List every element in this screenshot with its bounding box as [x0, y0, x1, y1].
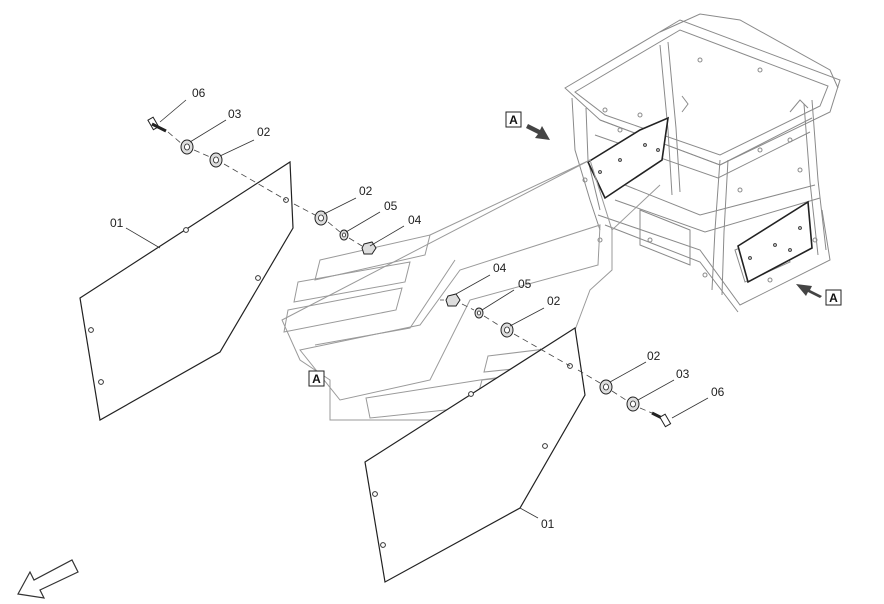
callout-mid-04: 04 — [408, 213, 422, 227]
callout-right-02-top: 02 — [547, 294, 561, 308]
callout-right-01: 01 — [541, 517, 555, 531]
installed-panel-right — [737, 200, 813, 284]
side-panel-left-holes — [88, 197, 289, 385]
washer-03-left — [180, 139, 194, 155]
washer-03-right — [626, 396, 640, 412]
bolt-06-left — [147, 116, 167, 133]
callout-left-03: 03 — [228, 107, 242, 121]
callout-right-03: 03 — [676, 367, 690, 381]
cab-frame — [564, 13, 841, 313]
installed-panel-holes — [598, 143, 802, 260]
svg-text:A: A — [509, 113, 518, 127]
washer-05-right — [474, 307, 484, 319]
callout-mid-05: 05 — [384, 199, 398, 213]
installed-panel-left — [586, 116, 669, 200]
view-direction-arrow-icon — [796, 284, 822, 298]
fastener-axis-right — [440, 299, 653, 414]
view-marker-cab-right: A — [825, 289, 842, 306]
washer-02-left-mid — [314, 210, 328, 226]
callout-right-05: 05 — [518, 277, 532, 291]
washer-05-left — [339, 229, 349, 241]
arrow-down-left-icon — [17, 559, 79, 599]
callout-mid-02: 02 — [359, 184, 373, 198]
callout-right-04: 04 — [493, 261, 507, 275]
view-direction-arrow-icon — [526, 124, 550, 140]
side-panel-right — [364, 326, 586, 583]
washer-02-left-top — [209, 152, 223, 168]
view-marker-ghost: A — [308, 370, 325, 387]
side-panel-right-holes — [372, 363, 573, 548]
washer-02-right-bottom — [599, 379, 613, 395]
bolt-06-right — [651, 411, 672, 428]
leader-lines — [125, 99, 709, 519]
fastener-axis-left — [167, 131, 363, 247]
callout-left-01: 01 — [110, 216, 124, 230]
callout-right-06: 06 — [711, 385, 725, 399]
nut-04-left — [361, 241, 377, 255]
view-marker-cab-top: A — [505, 111, 522, 128]
callout-left-06: 06 — [192, 86, 206, 100]
callout-right-02-bottom: 02 — [647, 349, 661, 363]
side-panel-left — [79, 160, 294, 421]
nut-04-right — [445, 293, 461, 307]
washer-02-right-top — [500, 322, 514, 338]
callout-left-02-top: 02 — [257, 125, 271, 139]
svg-text:A: A — [829, 291, 838, 305]
svg-text:A: A — [312, 372, 321, 386]
